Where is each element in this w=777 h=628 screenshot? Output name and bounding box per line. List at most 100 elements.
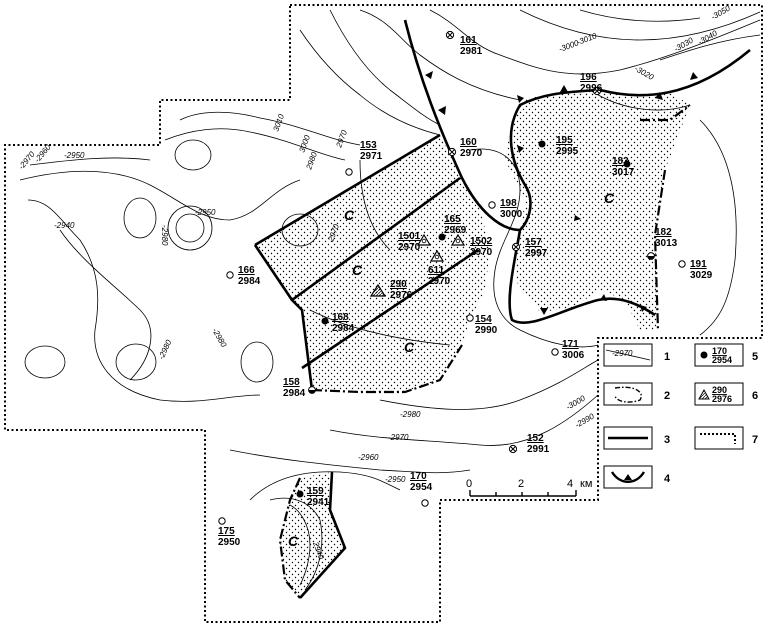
well-depth: 2981 xyxy=(460,46,483,57)
legend-sample: -2970 xyxy=(612,349,633,358)
well-number: 157 xyxy=(525,237,542,248)
well-depth: 2990 xyxy=(475,325,498,336)
reservoir-area-east xyxy=(505,90,690,330)
legend-num: 7 xyxy=(752,434,758,446)
domain-label: C xyxy=(288,533,299,549)
scale-tick: 0 xyxy=(466,478,472,490)
contour-label: -2980 xyxy=(160,225,169,246)
well-number: 166 xyxy=(238,265,255,276)
well-symbol xyxy=(421,499,429,507)
well-depth: 3029 xyxy=(690,270,713,281)
well-number: 183 xyxy=(612,156,629,167)
legend-top: 290 xyxy=(712,385,727,395)
well-depth: 2997 xyxy=(525,248,548,259)
scale-tick: 2 xyxy=(518,478,524,490)
thrust-faults xyxy=(403,19,751,325)
well-number: 161 xyxy=(460,35,477,46)
wells: 1612981196299616029701952995183301715329… xyxy=(218,30,713,548)
area-boundary xyxy=(4,4,763,623)
well-number: 290 xyxy=(390,279,407,290)
reservoir-outlines xyxy=(278,104,691,599)
legend-num: 6 xyxy=(752,390,758,402)
well-symbol xyxy=(678,260,686,268)
contour-label: -2980 xyxy=(157,338,174,361)
well-symbol xyxy=(511,242,521,252)
well-number: 160 xyxy=(460,137,477,148)
contour-label: 2980 xyxy=(304,150,319,171)
well-depth: 3017 xyxy=(612,167,635,178)
contour-label: -2980 xyxy=(400,410,421,419)
well-symbol xyxy=(345,168,353,176)
well-depth: 2950 xyxy=(218,537,241,548)
well-number: 1502 xyxy=(470,236,493,247)
well-number: 152 xyxy=(527,433,544,444)
well-number: 182 xyxy=(655,227,672,238)
well-symbol xyxy=(369,283,387,297)
reservoir-area-south xyxy=(280,472,345,598)
well-number: 198 xyxy=(500,198,517,209)
well-symbol xyxy=(466,314,474,322)
well-symbol xyxy=(429,249,445,262)
well-number: 195 xyxy=(556,135,573,146)
contour-label: -2950 xyxy=(195,208,216,217)
well-symbol xyxy=(416,233,432,246)
scale-unit: км xyxy=(580,478,592,490)
reservoir-area-central xyxy=(255,135,490,392)
well-number: 191 xyxy=(690,259,707,270)
legend-num: 2 xyxy=(664,390,670,402)
well-depth: 2984 xyxy=(283,388,306,399)
contour-label: -3020 xyxy=(633,64,656,82)
well-number: 159 xyxy=(307,486,324,497)
well-symbol xyxy=(551,348,559,356)
well-symbol xyxy=(592,86,602,96)
well-symbol xyxy=(308,386,316,394)
contour-label: -2940 xyxy=(54,221,75,230)
well-depth: 2991 xyxy=(527,444,550,455)
well-symbol xyxy=(488,201,496,209)
contour-label: -2970 xyxy=(388,433,409,442)
domain-labels: C C C C C xyxy=(288,190,615,549)
faults xyxy=(253,133,479,599)
well-depth: 2970 xyxy=(398,242,421,253)
well-symbol xyxy=(447,147,457,157)
well-number: 165 xyxy=(444,214,461,225)
well-depth: 2984 xyxy=(332,323,355,334)
scale-bar: 0 2 4 км xyxy=(466,478,592,497)
well-depth: 2970 xyxy=(470,247,493,258)
domain-label: C xyxy=(352,262,363,278)
contour-label: -2950 xyxy=(385,475,406,484)
contour-label: -2960 xyxy=(358,453,379,462)
well-symbol xyxy=(508,444,518,454)
well-symbol xyxy=(538,140,546,148)
contour-label: -3010 xyxy=(576,31,599,47)
legend-num: 4 xyxy=(664,473,671,485)
well-symbol xyxy=(438,233,446,241)
well-depth: 2970 xyxy=(460,148,483,159)
legend-num: 1 xyxy=(664,351,670,363)
well-depth: 2941 xyxy=(307,497,330,508)
well-number: 171 xyxy=(562,339,579,350)
legend-top: 170 xyxy=(712,346,727,356)
well-symbol xyxy=(450,233,466,246)
domain-label: C xyxy=(604,190,615,206)
well-depth: 2970 xyxy=(428,276,451,287)
well-depth: 2954 xyxy=(410,482,433,493)
